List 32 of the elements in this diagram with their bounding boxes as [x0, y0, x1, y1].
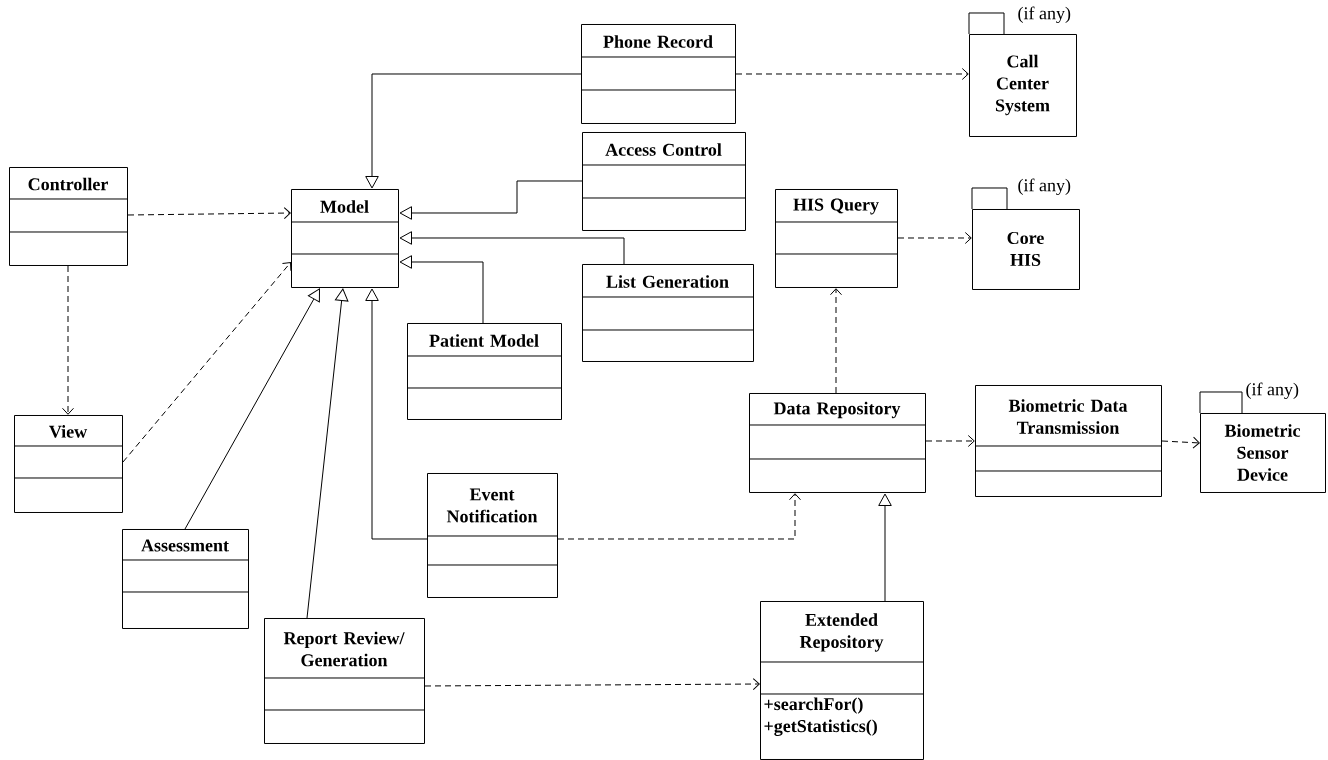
dependency-arrow — [897, 232, 972, 244]
class-box: Phone Record — [580, 24, 736, 124]
class-box: Controller — [8, 167, 128, 266]
class-box: HIS Query — [774, 189, 898, 288]
class-box: Report Review/ Generation — [263, 618, 425, 744]
class-box: Assessment — [121, 529, 249, 629]
class-box: Model — [290, 189, 399, 288]
class-box: Access Control — [581, 132, 746, 231]
generalization-arrow — [399, 255, 484, 324]
dependency-arrow — [122, 262, 292, 463]
dependency-arrow — [830, 288, 842, 394]
dependency-arrow — [424, 678, 760, 691]
generalization-arrow — [365, 288, 428, 540]
dependency-arrow — [735, 68, 969, 80]
dependency-arrow — [925, 435, 975, 447]
class-box: Extended Repository +searchFor() +getStatistics() — [759, 601, 924, 760]
generalization-arrow — [365, 73, 582, 189]
class-box: List Generation — [581, 264, 754, 362]
class-box: View — [13, 415, 123, 513]
generalization-arrow — [878, 493, 892, 602]
generalization-arrow — [399, 180, 583, 220]
generalization-arrow — [184, 288, 320, 530]
dependency-arrow — [1161, 436, 1200, 449]
generalization-arrow — [306, 288, 349, 619]
class-box: Event Notification — [426, 473, 558, 598]
class-box: Data Repository — [748, 393, 926, 493]
class-box: Biometric Data Transmission — [974, 385, 1162, 497]
dependency-arrow — [127, 207, 291, 220]
dependency-arrow — [557, 493, 801, 540]
dependency-arrow — [62, 265, 74, 415]
class-box: Patient Model — [406, 323, 562, 420]
generalization-arrow — [399, 231, 625, 265]
